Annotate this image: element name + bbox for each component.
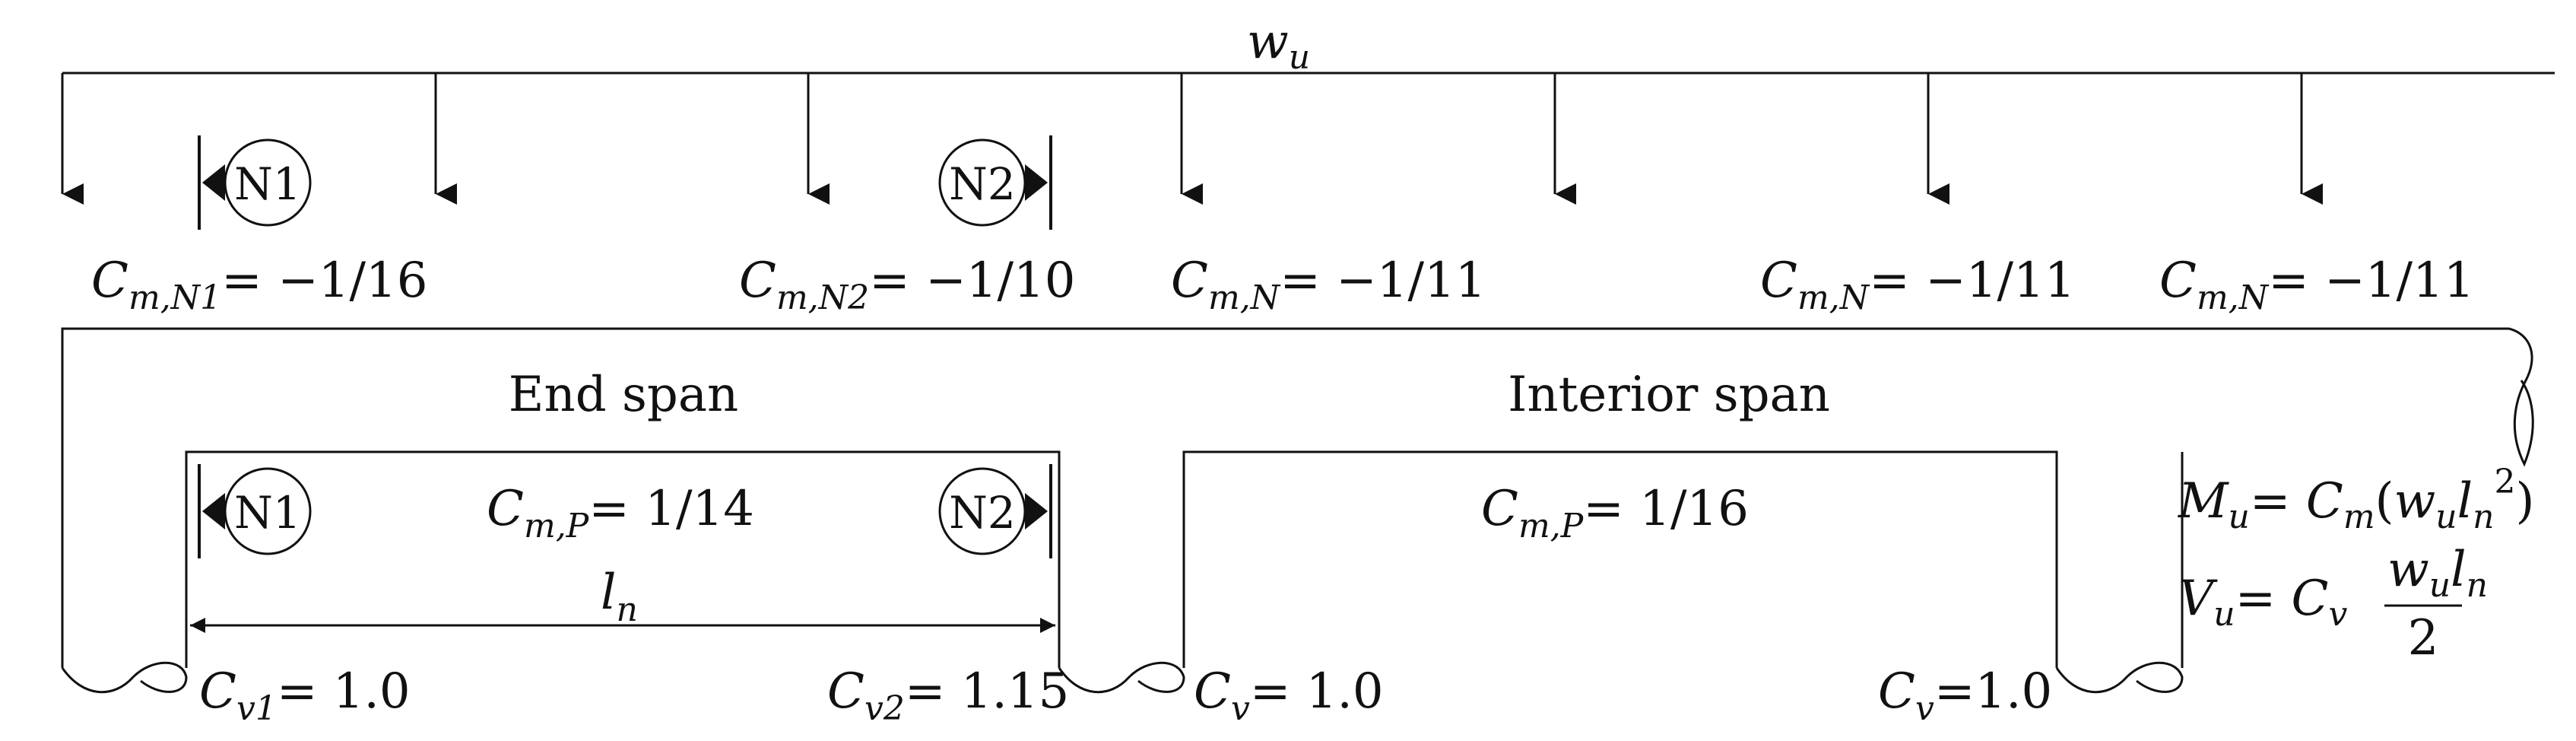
- support-wall: [185, 450, 1061, 668]
- coef-neg-n: Cm,N= −1/11: [2159, 253, 2475, 317]
- section-circle: [224, 467, 312, 555]
- section-marker-n2-top: N2: [938, 135, 1052, 230]
- shear-formula-numerator: wuln: [2387, 542, 2488, 605]
- break-symbol: [61, 661, 188, 694]
- support-wall: [1182, 450, 2058, 668]
- coef-neg-n: Cm,N= −1/11: [1760, 253, 2076, 317]
- negative-moment-coefficients: Cm,N1= −1/16 Cm,N2= −1/10 Cm,N= −1/11 Cm…: [91, 253, 2475, 317]
- coef-shear-v: Cv= 1.0: [1194, 663, 1384, 728]
- break-symbol-right: [2508, 327, 2534, 467]
- clear-span-dimension: ln: [190, 564, 1055, 633]
- break-symbol: [1058, 661, 1185, 694]
- section-label-n2: N2: [949, 158, 1016, 210]
- coef-neg-n: Cm,N= −1/11: [1171, 253, 1486, 317]
- coef-neg-n2: Cm,N2= −1/10: [739, 253, 1075, 317]
- clear-span-label: ln: [601, 564, 638, 629]
- beam-outline: [61, 327, 2534, 694]
- coef-pos-interior-span: Cm,P= 1/16: [1481, 481, 1749, 545]
- design-formulas: Mu= Cm(wuln2) Vu= Cv wuln 2: [2178, 463, 2534, 666]
- coef-pos-end-span: Cm,P= 1/14: [487, 481, 754, 545]
- beam-top-edge: [61, 327, 2509, 668]
- uniform-load: wu: [61, 14, 2555, 205]
- shear-formula-lhs: Vu= Cv: [2178, 571, 2348, 634]
- section-circle: [938, 138, 1026, 227]
- shear-formula-denominator: 2: [2408, 610, 2439, 666]
- section-circle: [224, 138, 312, 227]
- section-marker-n1-bottom: N1: [198, 464, 312, 558]
- span-label-interior: Interior span: [1508, 367, 1830, 423]
- section-marker-n1-top: N1: [198, 135, 312, 230]
- span-label-end: End span: [509, 367, 738, 423]
- load-label: wu: [1247, 14, 1310, 77]
- coef-shear-v1: Cv1= 1.0: [199, 663, 411, 728]
- coef-shear-v2: Cv2= 1.15: [827, 663, 1069, 728]
- section-marker-n2-bottom: N2: [938, 464, 1052, 558]
- shear-coefficients: Cv1= 1.0 Cv2= 1.15 Cv= 1.0 Cv=1.0: [199, 663, 2052, 728]
- break-symbol: [2055, 661, 2184, 694]
- moment-formula: Mu= Cm(wuln2): [2178, 463, 2534, 536]
- coef-shear-v: Cv=1.0: [1878, 663, 2052, 728]
- section-label-n2: N2: [949, 487, 1016, 539]
- section-label-n1: N1: [234, 158, 301, 210]
- section-circle: [938, 467, 1026, 555]
- coef-neg-n1: Cm,N1= −1/16: [91, 253, 427, 317]
- section-label-n1: N1: [234, 487, 301, 539]
